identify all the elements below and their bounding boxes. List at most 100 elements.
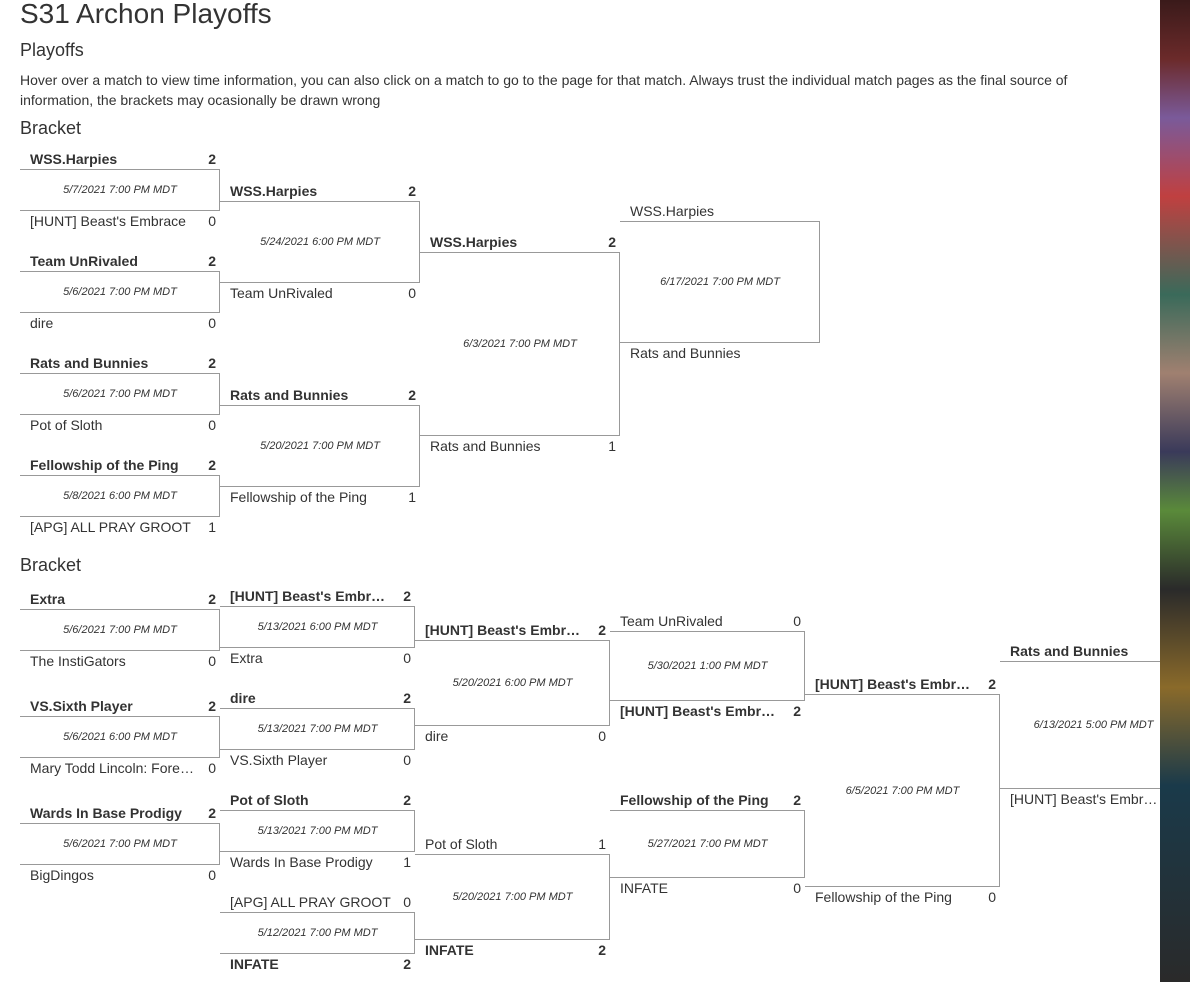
match-bottom-team-row[interactable]: Mary Todd Lincoln: Forever Forgotten0 bbox=[20, 757, 220, 779]
match-connector bbox=[20, 609, 220, 651]
match-time: 5/20/2021 7:00 PM MDT bbox=[260, 440, 380, 452]
team-name: [APG] ALL PRAY GROOT bbox=[230, 894, 391, 910]
team-name: WSS.Harpies bbox=[430, 234, 518, 250]
match-connector bbox=[20, 373, 220, 415]
team-name: [HUNT] Beast's Embrace bbox=[425, 622, 586, 638]
team-score: 2 bbox=[208, 253, 216, 269]
match-connector bbox=[220, 810, 415, 852]
team-name: WSS.Harpies bbox=[630, 203, 715, 219]
team-score: 0 bbox=[208, 653, 216, 669]
team-name: WSS.Harpies bbox=[30, 151, 118, 167]
match-connector bbox=[220, 201, 420, 283]
team-score: 2 bbox=[403, 956, 411, 972]
match-time: 5/27/2021 7:00 PM MDT bbox=[647, 838, 768, 850]
match-top-team-row[interactable]: WSS.Harpies bbox=[620, 200, 820, 222]
team-score: 0 bbox=[403, 752, 411, 768]
match-bottom-team-row[interactable]: [HUNT] Beast's Embrace1 bbox=[1000, 788, 1187, 810]
match-connector bbox=[20, 823, 220, 865]
team-score: 1 bbox=[608, 438, 616, 454]
match-time: 5/20/2021 6:00 PM MDT bbox=[452, 677, 573, 689]
team-score: 0 bbox=[208, 867, 216, 883]
team-score: 0 bbox=[408, 285, 416, 301]
match-time: 5/30/2021 1:00 PM MDT bbox=[647, 660, 768, 672]
match-connector bbox=[420, 252, 620, 436]
match-bottom-team-row[interactable]: VS.Sixth Player 0 bbox=[220, 749, 415, 771]
match-time: 5/6/2021 7:00 PM MDT bbox=[63, 838, 177, 850]
team-name: dire bbox=[230, 690, 256, 706]
team-name: VS.Sixth Player bbox=[230, 752, 328, 768]
match-connector bbox=[220, 912, 415, 954]
match-bottom-team-row[interactable]: Rats and Bunnies bbox=[620, 342, 820, 364]
team-name: Rats and Bunnies bbox=[230, 387, 349, 403]
team-score: 0 bbox=[988, 889, 996, 905]
team-score: 0 bbox=[208, 213, 216, 229]
match-time: 5/24/2021 6:00 PM MDT bbox=[260, 236, 380, 248]
match-time: 5/13/2021 7:00 PM MDT bbox=[257, 723, 378, 735]
team-score: 2 bbox=[208, 457, 216, 473]
team-name: Mary Todd Lincoln: Forever Forgotten bbox=[30, 760, 196, 776]
team-name: INFATE bbox=[425, 942, 474, 958]
match-time: 5/6/2021 6:00 PM MDT bbox=[63, 731, 177, 743]
team-score: 2 bbox=[988, 676, 996, 692]
match-connector bbox=[220, 708, 415, 750]
